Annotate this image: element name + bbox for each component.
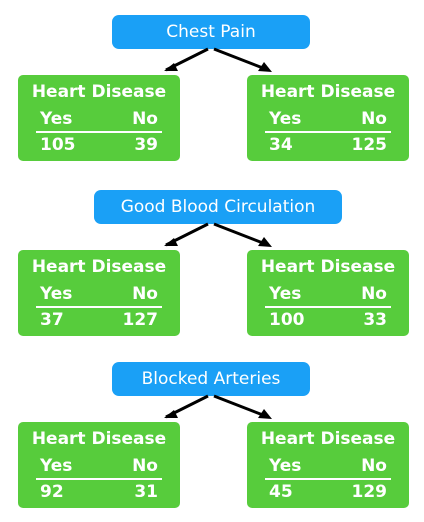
divider xyxy=(36,306,162,308)
root-node-blocked-arteries: Blocked Arteries xyxy=(112,362,310,396)
right-arrow xyxy=(213,47,269,72)
root-node-good-blood-circulation: Good Blood Circulation xyxy=(94,190,342,224)
left-arrowhead-icon xyxy=(164,238,178,246)
leaf-left: Heart Disease Yes No 105 39 xyxy=(18,75,180,161)
yes-header: Yes xyxy=(269,284,302,304)
no-count: 39 xyxy=(134,135,158,155)
divider xyxy=(265,478,391,480)
no-header: No xyxy=(132,109,158,129)
yes-header: Yes xyxy=(269,456,302,476)
yes-count: 100 xyxy=(269,310,305,330)
root-label: Chest Pain xyxy=(166,22,256,42)
root-node-chest-pain: Chest Pain xyxy=(112,15,310,49)
no-header: No xyxy=(132,284,158,304)
no-count: 129 xyxy=(351,482,388,502)
leaf-title: Heart Disease xyxy=(31,82,167,102)
tree-blocked-arteries: Blocked Arteries Heart Disease Yes No 92… xyxy=(0,362,424,522)
leaf-right: Heart Disease Yes No 100 33 xyxy=(247,250,409,336)
leaf-title: Heart Disease xyxy=(31,257,167,277)
no-count: 125 xyxy=(351,135,388,155)
leaf-left: Heart Disease Yes No 37 127 xyxy=(18,250,180,336)
tree-good-blood-circulation: Good Blood Circulation Heart Disease Yes… xyxy=(0,190,424,350)
leaf-right: Heart Disease Yes No 45 129 xyxy=(247,422,409,508)
yes-header: Yes xyxy=(269,109,302,129)
left-arrowhead-icon xyxy=(164,410,178,418)
yes-count: 37 xyxy=(40,310,64,330)
leaf-title: Heart Disease xyxy=(260,429,396,449)
leaf-right: Heart Disease Yes No 34 125 xyxy=(247,75,409,161)
left-arrowhead-icon xyxy=(164,63,178,71)
tree-chest-pain: Chest Pain Heart Disease Yes No 105 39 H… xyxy=(0,15,424,175)
branch-arrows xyxy=(164,222,272,247)
yes-count: 92 xyxy=(40,482,64,502)
no-header: No xyxy=(361,284,387,304)
yes-header: Yes xyxy=(40,284,73,304)
divider xyxy=(265,131,391,133)
right-arrow xyxy=(213,394,269,419)
branch-arrows xyxy=(164,47,272,72)
branch-arrows xyxy=(164,394,272,419)
divider xyxy=(265,306,391,308)
divider xyxy=(36,131,162,133)
right-arrowhead-icon xyxy=(258,237,272,247)
yes-count: 105 xyxy=(40,135,76,155)
leaf-left: Heart Disease Yes No 92 31 xyxy=(18,422,180,508)
no-count: 127 xyxy=(122,310,159,330)
right-arrowhead-icon xyxy=(258,409,272,419)
yes-header: Yes xyxy=(40,456,73,476)
yes-count: 34 xyxy=(269,135,293,155)
yes-header: Yes xyxy=(40,109,73,129)
divider xyxy=(36,478,162,480)
no-count: 33 xyxy=(363,310,387,330)
no-header: No xyxy=(361,456,387,476)
root-label: Blocked Arteries xyxy=(141,369,281,389)
yes-count: 45 xyxy=(269,482,293,502)
right-arrow xyxy=(213,222,269,247)
no-count: 31 xyxy=(134,482,158,502)
no-header: No xyxy=(132,456,158,476)
leaf-title: Heart Disease xyxy=(260,257,396,277)
root-label: Good Blood Circulation xyxy=(120,197,316,217)
right-arrowhead-icon xyxy=(258,62,272,72)
no-header: No xyxy=(361,109,387,129)
leaf-title: Heart Disease xyxy=(260,82,396,102)
leaf-title: Heart Disease xyxy=(31,429,167,449)
